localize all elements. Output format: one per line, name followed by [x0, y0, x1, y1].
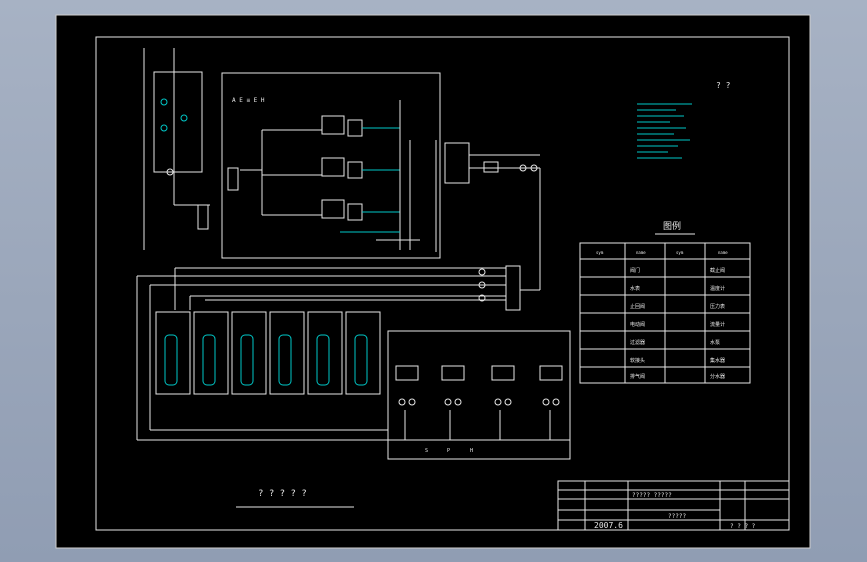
legend-name: 压力表 [710, 303, 725, 310]
legend-title: 图例 [663, 220, 681, 232]
legend-name: 过滤器 [630, 339, 645, 346]
legend-header-name-2: name [718, 250, 728, 255]
notes-block [637, 103, 692, 159]
cad-note: ? ? [716, 81, 731, 90]
label-h: H [470, 448, 473, 454]
title-block [557, 480, 790, 531]
drawing-frame [95, 36, 790, 531]
distribution-lines [136, 265, 521, 440]
legend-name: 电动阀 [630, 321, 645, 328]
label-p: P [447, 448, 450, 454]
svg-text:A E ≡ E H: A E ≡ E H [232, 97, 265, 104]
legend: 图例 [579, 220, 751, 384]
legend-header-sym-1: sym [596, 250, 604, 255]
label-s: S [425, 448, 428, 454]
titleblock-top: ????? ????? [632, 492, 672, 499]
legend-name: 软接头 [630, 357, 645, 364]
legend-header-name-1: name [636, 250, 646, 255]
drawing-title: ? ? ? ? ? [258, 489, 307, 499]
equipment-room: A E ≡ E H [197, 72, 441, 259]
legend-name: 水泵 [710, 339, 720, 346]
titleblock-center: ????? [668, 513, 686, 520]
legend-name: 阀门 [630, 267, 640, 274]
legend-name: 截止阀 [710, 267, 725, 274]
legend-name: 流量计 [710, 321, 725, 328]
legend-name: 排气阀 [630, 373, 645, 380]
legend-header-sym-2: sym [676, 250, 684, 255]
titleblock-year: 2007.6 [594, 521, 623, 530]
air-handling-units [387, 330, 571, 460]
terminal-cabinets [137, 311, 388, 441]
legend-name: 分水器 [710, 373, 725, 380]
control-panel [444, 142, 541, 291]
riser-pipes [143, 48, 210, 250]
legend-name: 止回阀 [630, 303, 645, 310]
model-space [55, 14, 811, 549]
legend-name: 温度计 [710, 285, 725, 292]
legend-name: 水表 [630, 285, 640, 292]
titleblock-bottom: ? ? ? ? [730, 523, 756, 530]
legend-name: 集水器 [710, 357, 725, 364]
